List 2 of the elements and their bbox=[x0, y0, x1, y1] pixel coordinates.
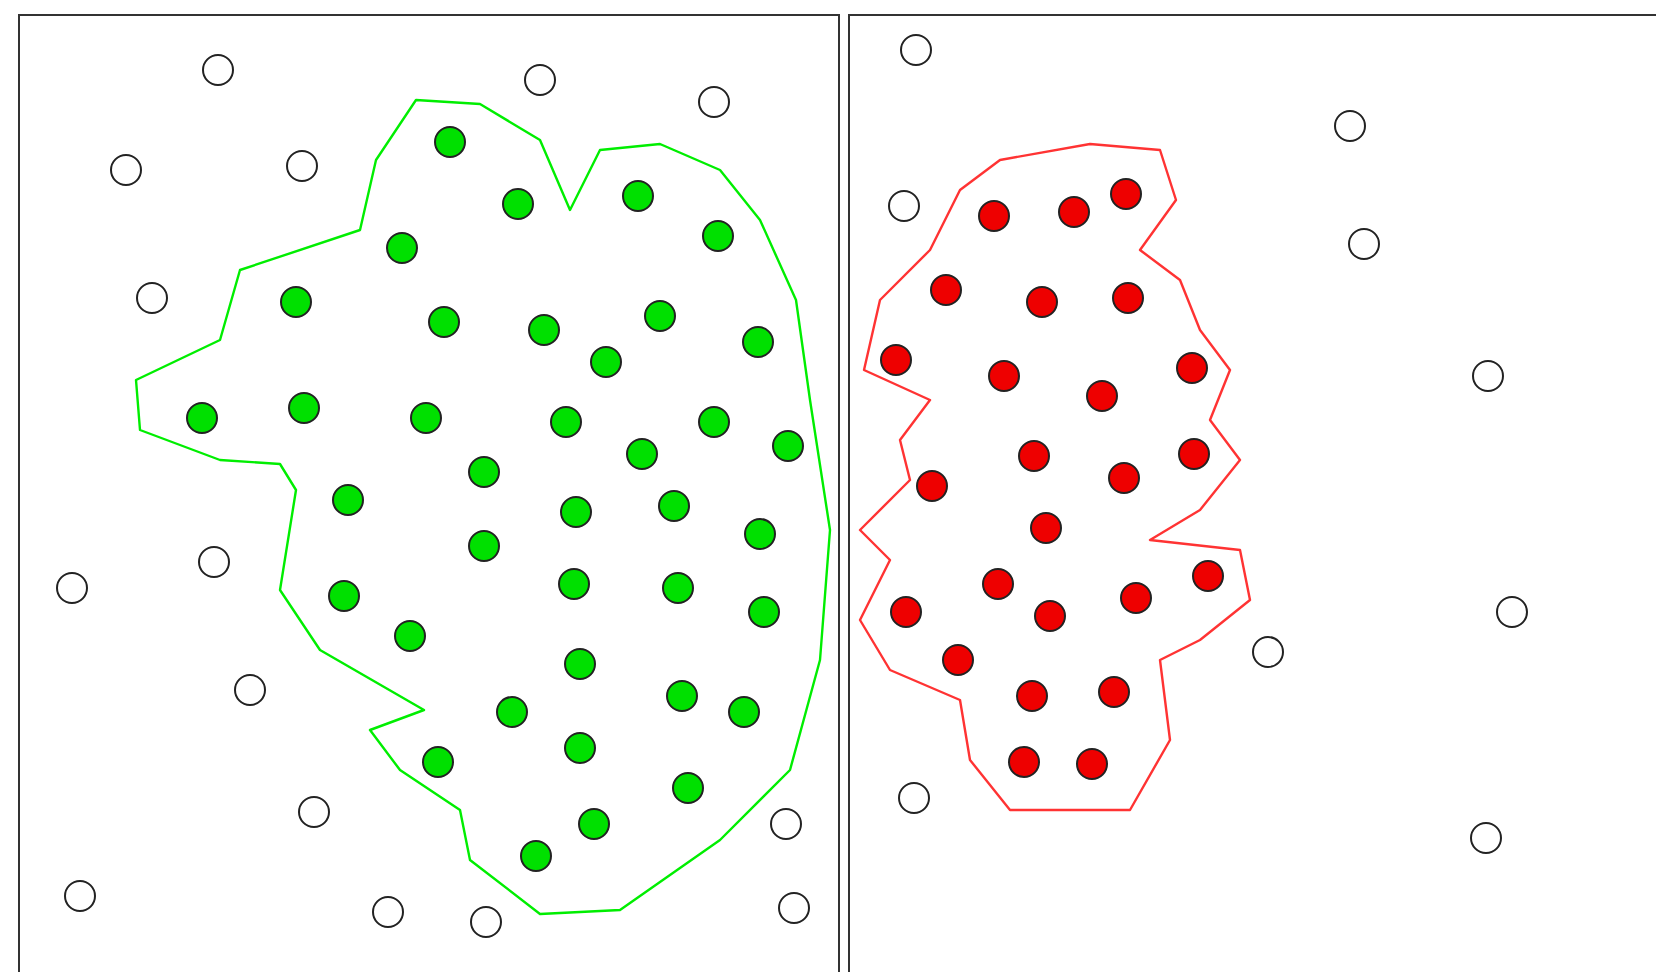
panel-frame bbox=[18, 14, 840, 972]
panel-frame bbox=[848, 14, 1656, 972]
